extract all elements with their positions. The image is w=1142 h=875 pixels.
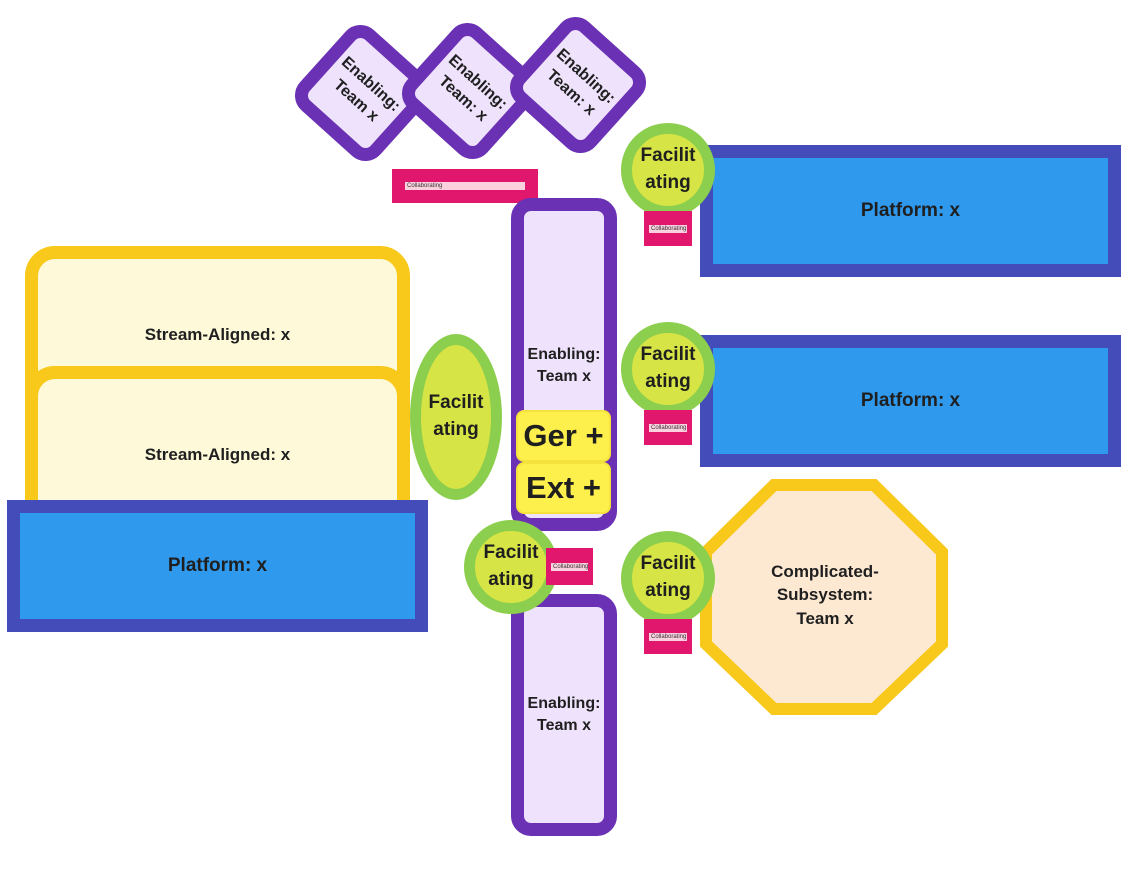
facilitating-label: Facilit: [640, 145, 696, 167]
collaborating-label: Collaborating: [649, 224, 687, 233]
enabling-team-bottom[interactable]: Enabling: Team x: [511, 594, 617, 836]
sticky-note-ger[interactable]: Ger +: [516, 410, 611, 462]
collaborating-interaction-center[interactable]: Collaborating: [546, 548, 593, 585]
collaborating-label: Collaborating: [649, 632, 687, 641]
complicated-subsystem-text: Complicated- Subsystem: Team x: [730, 555, 920, 635]
facilitating-label: Facilit: [640, 553, 696, 575]
platform-label: Platform: x: [860, 200, 961, 221]
platform-team-right-middle[interactable]: Platform: x: [700, 335, 1121, 467]
collaborating-interaction-top[interactable]: Collaborating: [392, 169, 538, 203]
platform-team-left[interactable]: Platform: x: [7, 500, 428, 632]
stream-aligned-label: Stream-Aligned: x: [144, 324, 291, 344]
enabling-team-label: Enabling:: [527, 695, 601, 713]
complicated-subsystem-line1: Complicated-: [771, 561, 879, 581]
facilitating-interaction-right-1[interactable]: Facilit ating: [621, 123, 715, 217]
platform-team-right-top[interactable]: Platform: x: [700, 145, 1121, 277]
facilitating-label-cont: ating: [645, 172, 691, 193]
sticky-note-text: Ext +: [526, 470, 601, 505]
collaborating-interaction-right-3[interactable]: Collaborating: [644, 619, 692, 654]
collaborating-label: Collaborating: [405, 182, 525, 190]
sticky-note-text: Ger +: [523, 418, 604, 453]
enabling-team-label: Enabling:: [527, 346, 601, 364]
enabling-team-name: Team x: [537, 717, 591, 734]
facilitating-label-cont: ating: [433, 419, 479, 440]
enabling-team-name: Team x: [537, 368, 591, 385]
facilitating-interaction-center[interactable]: Facilit ating: [464, 520, 558, 614]
facilitating-label-cont: ating: [645, 580, 691, 601]
collaborating-label: Collaborating: [649, 423, 687, 432]
facilitating-interaction-left[interactable]: Facilit ating: [410, 334, 502, 500]
sticky-note-ext[interactable]: Ext +: [516, 462, 611, 514]
complicated-subsystem-line2: Subsystem:: [776, 585, 874, 605]
stream-aligned-label: Stream-Aligned: x: [144, 444, 291, 464]
platform-label: Platform: x: [167, 555, 268, 576]
facilitating-label: Facilit: [483, 542, 539, 564]
facilitating-label: Facilit: [640, 344, 696, 366]
facilitating-label-cont: ating: [488, 569, 534, 590]
complicated-subsystem-line3: Team x: [796, 608, 854, 628]
facilitating-label-cont: ating: [645, 371, 691, 392]
facilitating-interaction-right-3[interactable]: Facilit ating: [621, 531, 715, 625]
collaborating-label: Collaborating: [551, 562, 588, 571]
facilitating-interaction-right-2[interactable]: Facilit ating: [621, 322, 715, 416]
collaborating-interaction-right-1[interactable]: Collaborating: [644, 211, 692, 246]
facilitating-label: Facilit: [428, 392, 484, 414]
platform-label: Platform: x: [860, 390, 961, 411]
collaborating-interaction-right-2[interactable]: Collaborating: [644, 410, 692, 445]
